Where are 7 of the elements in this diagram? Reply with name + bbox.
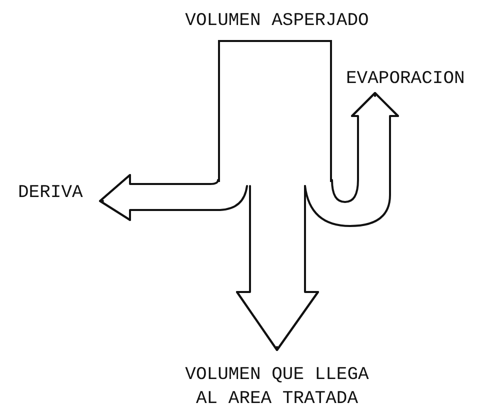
flow-label: EVAPORACION [346,68,465,90]
flow-label: DERIVA [18,182,83,204]
flow-arrow [304,92,399,227]
flow-label: VOLUMEN QUE LLEGA AL AREA TRATADA [184,364,370,408]
flow-arrow [236,185,319,351]
flow-heading: VOLUMEN ASPERJADO [184,10,370,32]
flow-arrow [99,174,248,221]
